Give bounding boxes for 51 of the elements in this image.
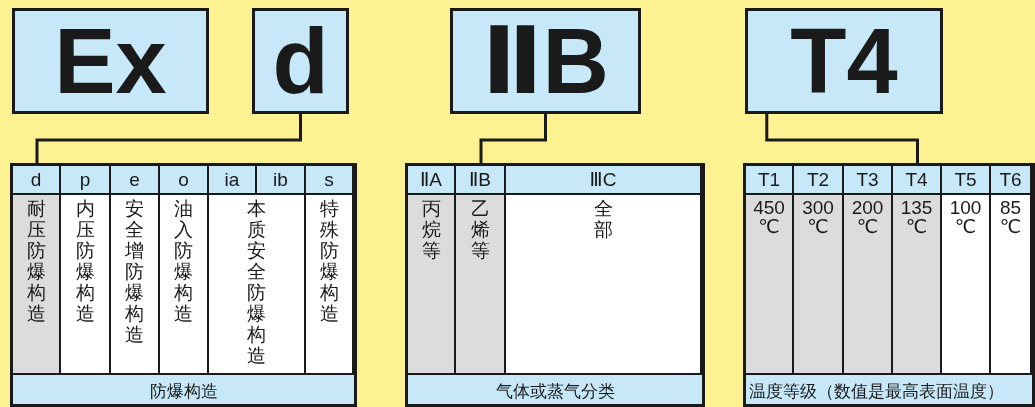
code-box: d — [252, 8, 349, 114]
leader-line — [479, 114, 547, 163]
header-cell: T1 — [746, 166, 794, 195]
footer-label: 气体或蒸气分类 — [495, 381, 615, 403]
header-cell: ia — [209, 166, 257, 195]
header-cell: p — [61, 166, 111, 195]
header-cell: T4 — [893, 166, 942, 195]
cell-text: 全部 — [592, 198, 614, 240]
header-cell: ib — [257, 166, 306, 195]
header-cell: T5 — [942, 166, 991, 195]
body-cell — [893, 195, 942, 373]
cell-text: 安全增防爆构造 — [124, 198, 145, 345]
leader-line — [35, 114, 302, 163]
body-cell — [794, 195, 844, 373]
cell-text: 乙烯等 — [469, 198, 491, 261]
header-cell: ⅢC — [506, 166, 702, 195]
body-cell — [844, 195, 893, 373]
code-box: Ex — [12, 8, 209, 114]
cell-text: 85 ℃ — [998, 198, 1023, 236]
header-cell: o — [160, 166, 209, 195]
header-cell: T3 — [844, 166, 893, 195]
cell-text: 100 ℃ — [948, 198, 983, 236]
cell-text: 内压防爆构造 — [74, 198, 96, 324]
body-cell — [408, 195, 456, 373]
cell-text: 油入防爆构造 — [173, 198, 194, 324]
header-cell: s — [306, 166, 354, 195]
body-cell — [456, 195, 506, 373]
cell-text: 200 ℃ — [850, 198, 885, 236]
code-box: ⅡB — [450, 8, 641, 114]
table-panel — [405, 163, 705, 407]
footer-label: 防爆构造 — [149, 381, 218, 403]
cell-text: 本质安全防爆构造 — [246, 198, 267, 366]
header-cell: T6 — [991, 166, 1032, 195]
code-box: T4 — [745, 8, 943, 114]
header-cell: T2 — [794, 166, 844, 195]
body-cell — [13, 195, 61, 373]
cell-text: 特殊防爆构造 — [318, 198, 340, 324]
header-cell: e — [111, 166, 160, 195]
cell-text: 耐压防爆构造 — [25, 198, 47, 324]
cell-text: 300 ℃ — [801, 198, 835, 236]
footer-label: 温度等级（数值是最高表面温度） — [749, 381, 1004, 403]
body-cell — [746, 195, 794, 373]
table-panel — [743, 163, 1035, 407]
header-cell: ⅡB — [456, 166, 506, 195]
header-cell: d — [13, 166, 61, 195]
cell-text: 450 ℃ — [752, 198, 786, 236]
header-cell: ⅡA — [408, 166, 456, 195]
cell-text: 丙烷等 — [420, 198, 442, 261]
table-panel — [10, 163, 357, 407]
leader-line — [765, 114, 919, 163]
cell-text: 135 ℃ — [899, 198, 934, 236]
